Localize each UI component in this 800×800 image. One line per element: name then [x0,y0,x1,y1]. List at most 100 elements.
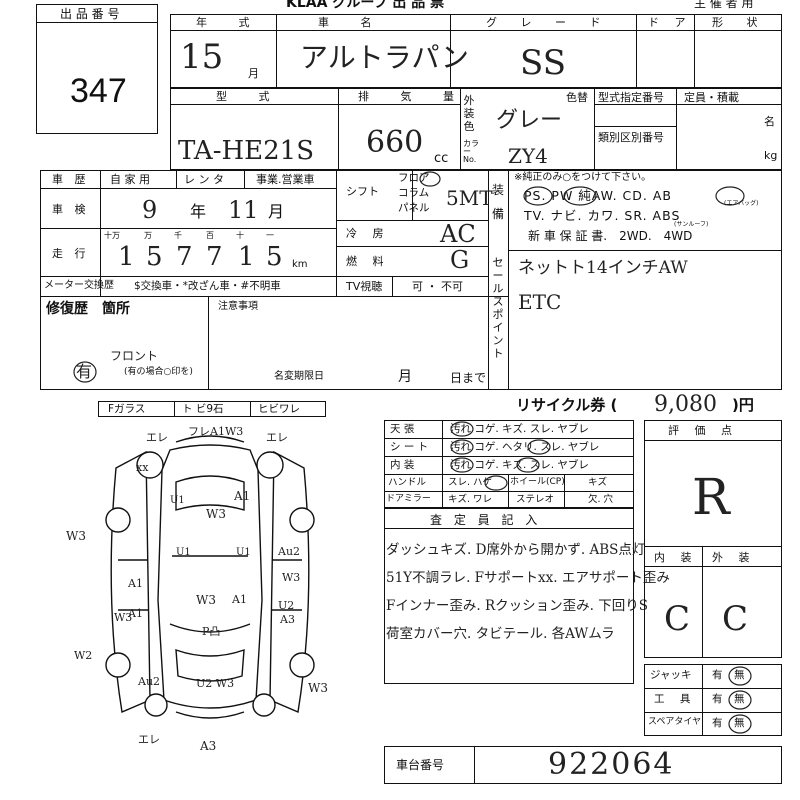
diagram-mark: A3 [200,739,217,753]
diagram-mark: A1 [128,607,143,620]
glass-box [98,401,326,417]
stereo-value: 欠. 穴 [588,494,614,505]
mileage-digit-1: 1 [118,242,135,272]
grade-label: 評 価 点 [668,424,738,437]
interior-trim-value: 汚れ コゲ. キズ. スレ. ヤブレ [450,459,589,471]
stereo-label: ステレオ [516,494,555,505]
shift-option-floor: フロア [398,172,430,184]
mileage-place-1: 一 [266,231,274,240]
sales-points-label: セールスポイント [492,256,504,360]
diagram-mark: Au2 [138,675,161,688]
history-option-rental: レ ン タ [184,173,224,186]
history-option-private: 自 家 用 [110,173,150,186]
name-label: 車 名 [318,16,386,29]
vehicle-top-box [170,14,782,88]
diagram-mark: U1 [236,547,251,558]
inspector-line-3: Fインナー歪み. Rクッション歪み. 下回りS [386,598,648,614]
mileage-digit-4: 7 [206,242,223,272]
shift-value: 5MT [446,186,493,210]
mileage-digit-2: 5 [146,242,163,272]
diagram-mark: U1 [176,547,191,558]
interior-trim-label: 内 装 [390,459,415,471]
ac-label: 冷 房 [346,227,390,240]
tool-spare-no: 無 [734,717,745,729]
color-no-value: ZY4 [508,144,548,168]
diagram-mark: A1 [128,577,143,590]
diagram-mark: W3 [282,571,301,584]
displacement-value: 660 [366,125,424,160]
diagram-mark: A1 [234,489,251,503]
equipment-sr-sub: (サンルーフ) [674,221,709,228]
repair-sub: (有の場合○印を) [124,367,193,377]
handle-value: スレ. ハゲ [448,477,493,488]
name-change-label: 名変期限日 [274,371,324,382]
mileage-place-100: 百 [206,231,214,240]
persons-unit: 名 [764,115,775,128]
glass-front: Fガラス [108,403,146,415]
repair-front: フロント [110,349,159,363]
notes-label: 注意事項 [218,301,258,312]
registration-box [40,170,782,390]
inspection-label: 車 検 [52,203,90,216]
color-change-label: 色替 [566,91,588,104]
grade-interior-label: 内 装 [654,551,698,564]
inspection-month: 11 [228,196,259,224]
shift-option-column: コラム [398,187,430,199]
diagram-mark: エレ [146,431,168,444]
meter-options: $交換車・*改ざん車・#不明車 [134,280,281,292]
inspection-year-unit: 年 [190,202,207,221]
year-value: 15 [180,37,224,77]
model-label: 型 式 [216,90,284,103]
diagram-mark: U1 [170,495,185,506]
body-type-label: 形 状 [712,16,768,29]
model-value: TA-HE21S [178,136,315,166]
name-change-day: 日まで [450,371,487,385]
grade-value: SS [520,43,566,83]
organizer-label: 主 催 者 用 [694,0,754,10]
glass-chip: ト ビ9石 [182,403,224,415]
diagram-mark: エレ [266,431,288,444]
interior-ceiling-value: 汚れ コゲ. キズ. スレ. ヤブレ [450,423,589,435]
lot-number-label: 出 品 番 号 [60,7,120,21]
name-value: アルトラパン [300,41,469,74]
diagram-mark: U2 W3 [196,677,235,690]
wheel-label: ホイール(CP) [510,477,565,487]
lot-number: 347 [70,72,127,110]
interior-box [384,420,634,508]
equipment-row1: PS. PW 純AW. CD. AB [524,188,672,203]
month-label: 月 [248,67,259,80]
handle-label: ハンドル [388,477,427,488]
tool-jack-yes: 有 [712,669,723,681]
diagram-mark: Au2 [278,545,301,558]
mileage-digit-3: 7 [176,242,193,272]
ac-value: AC [440,220,476,248]
capacity-label: 定員・積載 [684,91,739,104]
equipment-ab-sub: (エアバッグ) [724,200,759,207]
diagram-mark: W3 [206,507,226,521]
diagram-mark: エレ [138,733,160,746]
interior-seat-value: 汚れ コゲ. ヘタリ. スレ. ヤブレ [450,441,600,453]
inspection-month-unit: 月 [268,202,285,221]
tool-kit-yes: 有 [712,693,723,705]
diagram-mark: A1 [232,593,247,606]
sales-point-2: ETC [518,290,562,314]
mirror-label: ドアミラー [386,494,431,504]
grade-exterior-value: C [722,599,749,639]
mileage-digit-6: 5 [266,242,283,272]
tool-spare-label: スペアタイヤ [648,717,702,727]
sales-point-1: ネットト14インチAW [518,258,688,278]
equipment-note: ※純正のみ○をつけて下さい。 [514,172,652,183]
diagram-mark: xx [136,461,149,474]
chassis-box [384,746,782,784]
tv-value: 可 ・ 不可 [412,280,463,293]
year-label: 年 式 [196,16,264,29]
diagram-mark: A3 [280,613,295,626]
tool-kit-label: 工 具 [654,693,697,705]
grade-exterior-label: 外 装 [712,551,756,564]
door-label: ド ア [648,16,692,29]
recycle-unit: )円 [732,396,754,414]
color-value: グレー [496,108,563,133]
equipment-label: 装備 [492,183,505,221]
